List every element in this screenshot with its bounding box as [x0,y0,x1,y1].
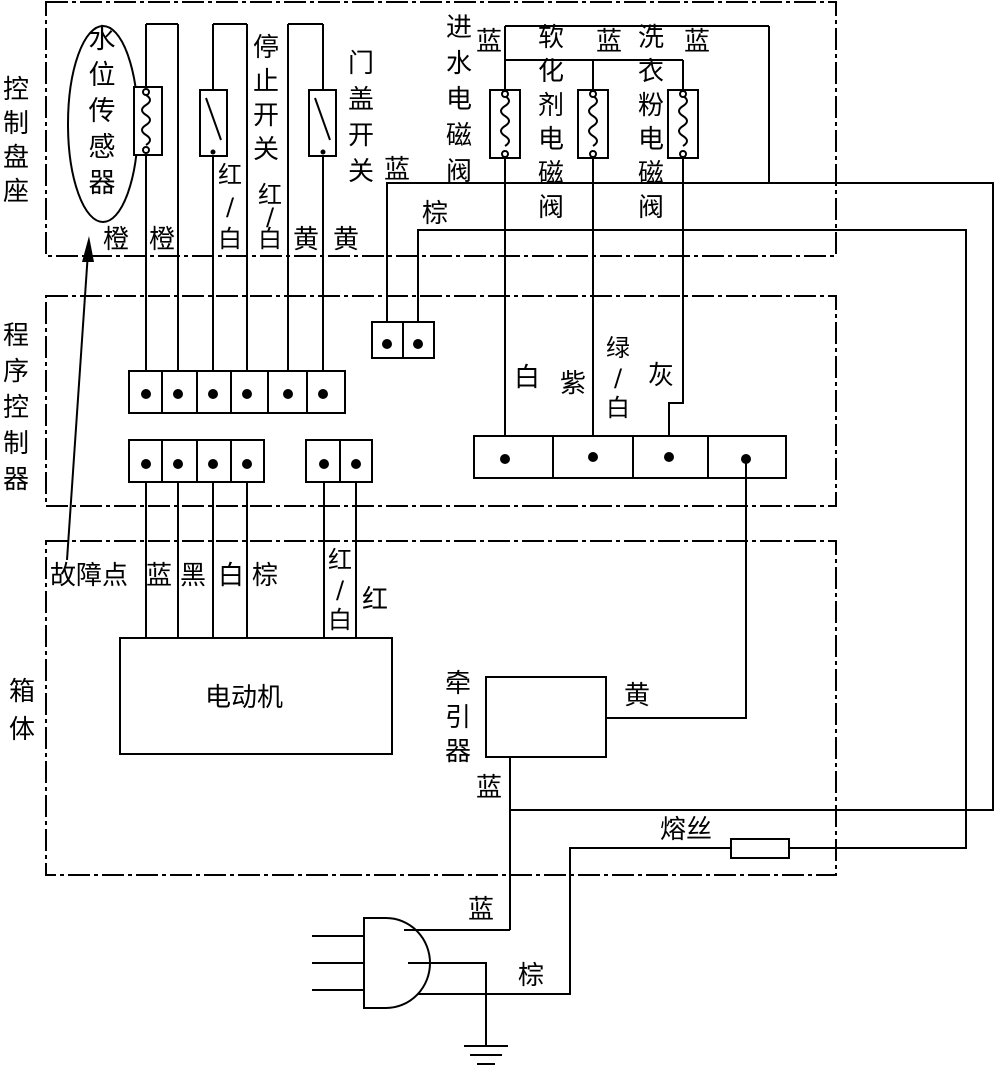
section-label-cabinet: 箱体 [9,677,35,745]
stop-switch [199,23,248,390]
wire-label-orange-2: 橙 [149,225,175,255]
switch-terminal-block [128,370,346,414]
softener-valve-label: 软化剂电磁阀 [538,23,564,223]
wire-label-yellow-2: 黄 [333,225,359,255]
motor-wires [145,482,357,638]
wire-label-white-valve: 白 [514,363,540,393]
capacitor-terminal-block [305,439,373,483]
wire-label-green-white: 绿/白 [606,334,630,422]
cabinet-frame [45,540,837,876]
ground-icon [464,1045,508,1065]
wire-label-brown-panel: 棕 [422,199,448,229]
wire-label-purple: 紫 [560,369,586,399]
stop-switch-label: 停止开关 [253,33,279,165]
motor-label: 电动机 [205,683,283,713]
wire-label-gray: 灰 [648,361,674,391]
water-level-sensor-coil [133,23,179,390]
inlet-valve-label: 进水电磁阀 [446,13,472,187]
inlet-valve-coil [489,89,521,458]
wire-label-red-motor: 红 [362,585,388,615]
door-switch-label: 门盖开关 [348,49,374,187]
fault-point-label: 故障点 [50,561,128,591]
tractor-label: 牵引器 [445,669,471,767]
blue-neutral-bus [510,182,994,811]
detergent-valve-coil [667,89,699,458]
section-label-program-controller: 程序控制器 [3,321,29,495]
wire-label-blue-softener: 蓝 [596,27,622,57]
wire-label-yellow-tractor: 黄 [624,681,650,711]
wire-label-blue-plug: 蓝 [468,895,494,925]
wire-label-blue-motor: 蓝 [146,561,172,591]
door-switch [287,23,337,390]
valve-terminal-block [473,435,787,479]
wire-label-blue-detergent: 蓝 [684,27,710,57]
detergent-valve-label: 洗衣粉电磁阀 [638,23,664,223]
motor-terminal-block [128,439,265,483]
control-panel-frame [45,1,837,257]
wire-label-yellow-1: 黄 [293,225,319,255]
valve-common-blue-wire [504,59,594,90]
program-controller-frame [45,295,837,507]
brown-wire-to-controller [417,229,967,849]
water-level-sensor-label: 水位传感器 [89,24,116,199]
wire-label-brown-plug: 棕 [518,961,544,991]
fuse-brown-wire [410,847,731,995]
wire-label-blue-panel: 蓝 [384,155,410,185]
tractor-yellow-wire [606,459,747,719]
fuse-label: 熔丝 [660,815,712,845]
wire-label-red-white-stop-right: 红/白 [258,181,282,253]
softener-valve-coil [577,89,609,458]
wire-label-red-white-stop-left: 红/白 [218,161,242,253]
power-plug-icon [312,917,510,1046]
motor-box [119,637,393,755]
section-label-control-panel: 控制盘座 [3,75,29,207]
wire-label-brown-motor: 棕 [252,561,278,591]
fuse-box [730,838,790,859]
valve-bus-right [700,26,770,184]
wire-label-orange-1: 橙 [103,225,129,255]
wire-label-white-motor: 白 [218,561,244,591]
wire-label-blue-tractor: 蓝 [476,773,502,803]
wire-label-black-motor: 黑 [180,561,206,591]
power-terminal-block [371,321,435,359]
wire-label-blue-inlet: 蓝 [476,27,502,57]
fault-point-arrow [66,236,94,561]
blue-wire-to-controller [386,182,478,340]
wire-label-red-white-motor: 红/白 [328,546,352,634]
tractor-box [485,676,607,758]
